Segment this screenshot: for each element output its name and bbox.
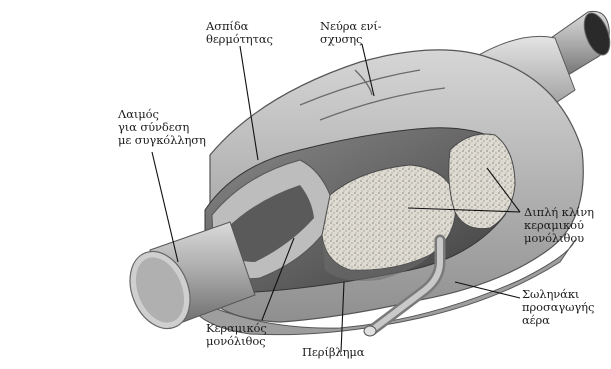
label-stiffening-ribs: Νεύρα ενί- σχυσης <box>320 20 382 46</box>
label-weld-neck: Λαιμός για σύνδεση με συγκόλληση <box>118 108 206 147</box>
ceramic-monolith-rear <box>449 134 515 229</box>
label-air-supply-tube: Σωληνάκι προσαγωγής αέρα <box>522 288 594 327</box>
label-ceramic-monolith: Κεραμικός μονόλιθος <box>206 322 267 348</box>
label-heat-shield: Ασπίδα θερμότητας <box>206 20 273 46</box>
label-double-ceramic-bed: Διπλή κλίνη κεραμικού μονόλιθου <box>524 206 594 245</box>
label-shell: Περίβλημα <box>302 346 364 359</box>
